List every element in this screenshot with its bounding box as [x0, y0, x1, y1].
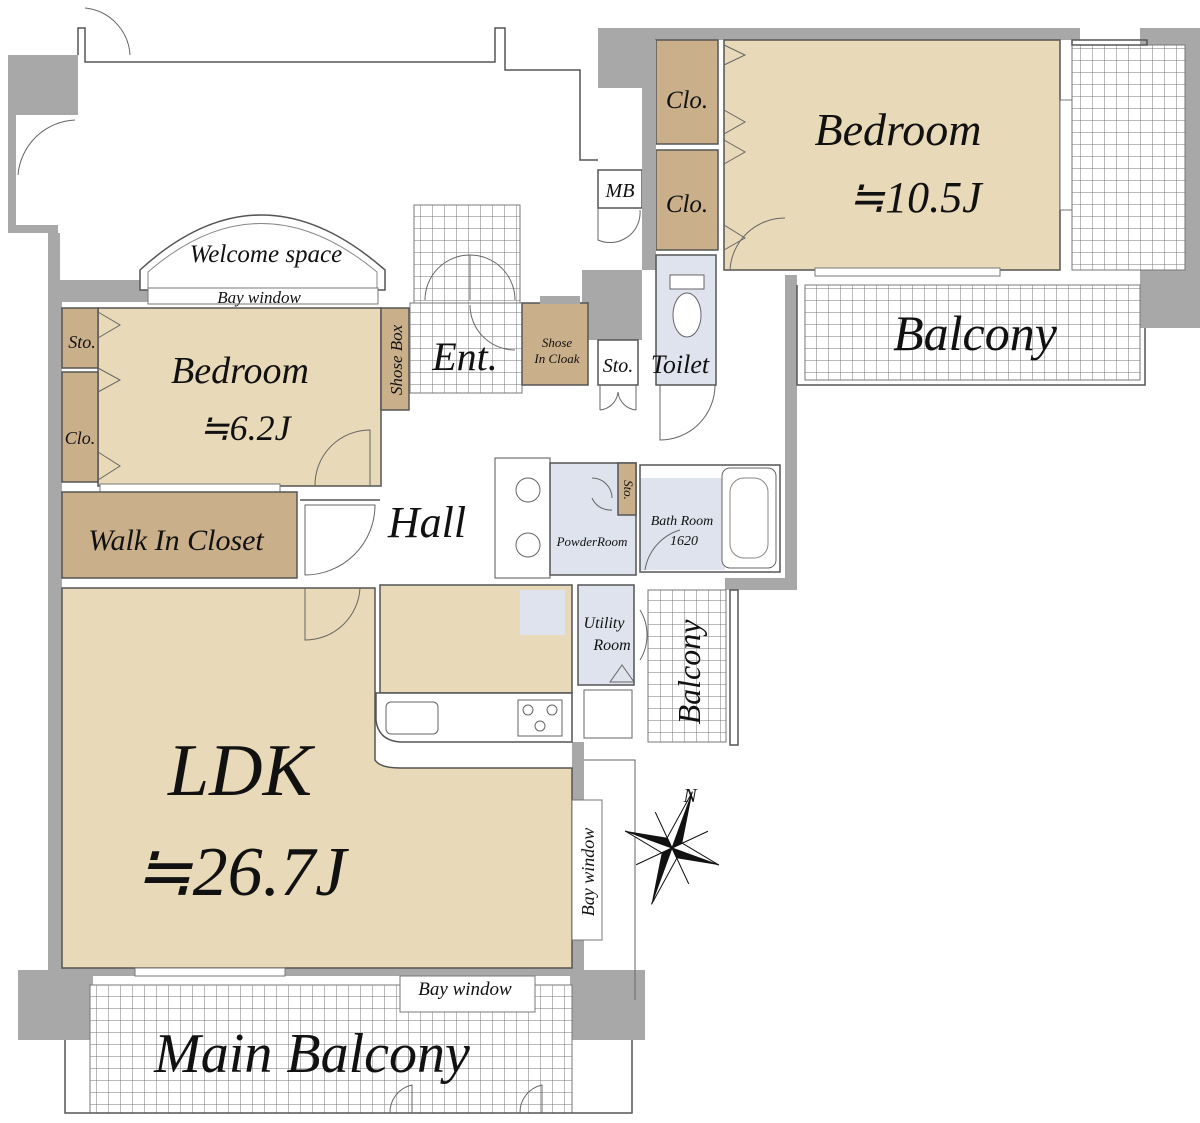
shoe-cloak-label-1: Shose	[542, 335, 573, 350]
storage-bedroom-label: Sto.	[68, 332, 96, 352]
powder-room-area	[494, 457, 637, 579]
utility-room-area	[577, 584, 648, 739]
balcony-east-label: Balcony	[893, 305, 1058, 361]
powder-room-label: PowderRoom	[556, 534, 628, 549]
closet-bedroom-label: Clo.	[65, 428, 96, 448]
bay-window-side-label: Bay window	[578, 828, 598, 917]
balcony-side-area	[647, 589, 727, 743]
entrance-label: Ent.	[431, 334, 498, 379]
compass-north-label: N	[682, 785, 698, 807]
hall-area	[300, 499, 380, 576]
closets-large-bedroom	[642, 39, 719, 270]
balcony-right-strip	[1071, 44, 1186, 271]
walk-in-closet-label: Walk In Closet	[88, 524, 264, 557]
main-balcony-area	[64, 975, 633, 1114]
corridor-outline	[17, 7, 598, 176]
shoe-box	[381, 308, 409, 410]
bay-window-bottom-label: Bay window	[418, 979, 512, 1000]
ldk-name: LDK	[167, 730, 316, 812]
welcome-space-area	[139, 214, 386, 305]
toilet-label: Toilet	[651, 350, 710, 379]
shoe-in-cloak	[522, 303, 588, 385]
bath-room-label-1: Bath Room	[651, 514, 714, 529]
balcony-east-area	[796, 284, 1146, 386]
compass-rose-icon	[624, 791, 720, 905]
kitchen-area	[375, 584, 573, 743]
shoe-cloak-label-2: In Cloak	[533, 351, 579, 366]
bedroom-small-area	[61, 307, 382, 493]
bath-room-label-2: 1620	[670, 534, 698, 549]
meter-box	[598, 170, 642, 208]
bedroom-large-size: ≒10.5J	[848, 173, 984, 222]
shoe-box-label: Shose Box	[387, 324, 406, 395]
meter-box-label: MB	[605, 180, 635, 202]
bay-window-top-label: Bay window	[217, 288, 301, 307]
main-balcony-label: Main Balcony	[153, 1023, 470, 1085]
bedroom-large-name: Bedroom	[815, 104, 982, 155]
walk-in-closet-area	[61, 491, 298, 579]
welcome-space-label: Welcome space	[190, 241, 343, 268]
balcony-side-label: Balcony	[671, 619, 707, 725]
storage-near-toilet	[598, 340, 638, 385]
hall-label: Hall	[387, 498, 466, 547]
entrance-tiles	[409, 204, 523, 394]
utility-room-label-1: Utility	[584, 615, 626, 632]
closet-lower-label: Clo.	[666, 191, 708, 218]
storage-powder-label: Sto.	[621, 480, 636, 500]
bedroom-small-size: ≒6.2J	[199, 408, 292, 448]
closet-upper-label: Clo.	[666, 87, 708, 114]
ldk-size: ≒26.7J	[134, 834, 349, 911]
ldk-area	[61, 587, 636, 1000]
bath-room-area	[639, 464, 781, 573]
bedroom-small-name: Bedroom	[171, 350, 309, 392]
utility-room-label-2: Room	[592, 637, 630, 654]
toilet-area	[655, 254, 717, 441]
storage-toilet-label: Sto.	[603, 355, 634, 377]
bedroom-large-area	[723, 39, 1073, 277]
